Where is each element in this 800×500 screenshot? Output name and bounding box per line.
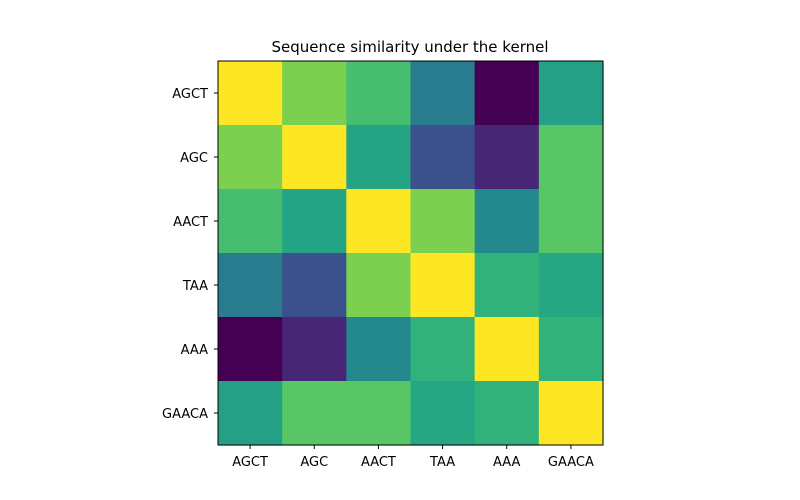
x-tick-label: AAA bbox=[493, 455, 521, 470]
heatmap-cell bbox=[538, 189, 604, 254]
heatmap-cell bbox=[282, 317, 347, 382]
heatmap-cell bbox=[474, 381, 540, 446]
heatmap-cell bbox=[346, 253, 412, 318]
y-tick-label: AGC bbox=[180, 151, 208, 166]
heatmap-cell bbox=[218, 317, 283, 382]
heatmap-cell bbox=[474, 61, 540, 126]
heatmap-cell bbox=[346, 61, 412, 126]
heatmap-cell bbox=[282, 253, 347, 318]
heatmap-cell bbox=[346, 317, 412, 382]
heatmap-cell bbox=[410, 381, 476, 446]
heatmap-cell bbox=[538, 125, 604, 190]
heatmap-cells bbox=[218, 61, 604, 446]
heatmap-cell bbox=[218, 125, 283, 190]
heatmap-cell bbox=[538, 253, 604, 318]
heatmap-cell bbox=[410, 317, 476, 382]
y-axis: AGCT AGC AACT TAA AAA GAACA bbox=[162, 87, 218, 422]
heatmap-cell bbox=[282, 125, 347, 190]
heatmap-cell bbox=[474, 125, 540, 190]
heatmap-cell bbox=[346, 125, 412, 190]
heatmap-cell bbox=[346, 189, 412, 254]
heatmap-cell bbox=[218, 253, 283, 318]
x-tick-label: AGCT bbox=[232, 455, 268, 470]
x-tick-label: AACT bbox=[361, 455, 396, 470]
heatmap-cell bbox=[410, 125, 476, 190]
chart-title: Sequence similarity under the kernel bbox=[271, 38, 548, 56]
y-tick-label: GAACA bbox=[162, 407, 208, 422]
heatmap-cell bbox=[218, 189, 283, 254]
heatmap-cell bbox=[218, 61, 283, 126]
heatmap-cell bbox=[538, 61, 604, 126]
heatmap-cell bbox=[346, 381, 412, 446]
x-axis: AGCT AGC AACT TAA AAA GAACA bbox=[232, 445, 594, 470]
heatmap-cell bbox=[282, 61, 347, 126]
x-tick-label: TAA bbox=[429, 455, 455, 470]
x-tick-label: AGC bbox=[300, 455, 328, 470]
heatmap-cell bbox=[410, 253, 476, 318]
y-tick-label: TAA bbox=[182, 279, 208, 294]
heatmap-cell bbox=[410, 189, 476, 254]
heatmap-cell bbox=[282, 381, 347, 446]
heatmap-cell bbox=[218, 381, 283, 446]
x-tick-label: GAACA bbox=[548, 455, 594, 470]
y-tick-label: AACT bbox=[173, 215, 208, 230]
plot-frame bbox=[217, 60, 604, 446]
heatmap-cell bbox=[538, 381, 604, 446]
heatmap-cell bbox=[410, 61, 476, 126]
y-tick-label: AGCT bbox=[172, 87, 208, 102]
heatmap-cell bbox=[474, 189, 540, 254]
heatmap-cell bbox=[538, 317, 604, 382]
heatmap-cell bbox=[474, 317, 540, 382]
heatmap-cell bbox=[282, 189, 347, 254]
y-tick-label: AAA bbox=[181, 343, 209, 358]
heatmap-cell bbox=[474, 253, 540, 318]
